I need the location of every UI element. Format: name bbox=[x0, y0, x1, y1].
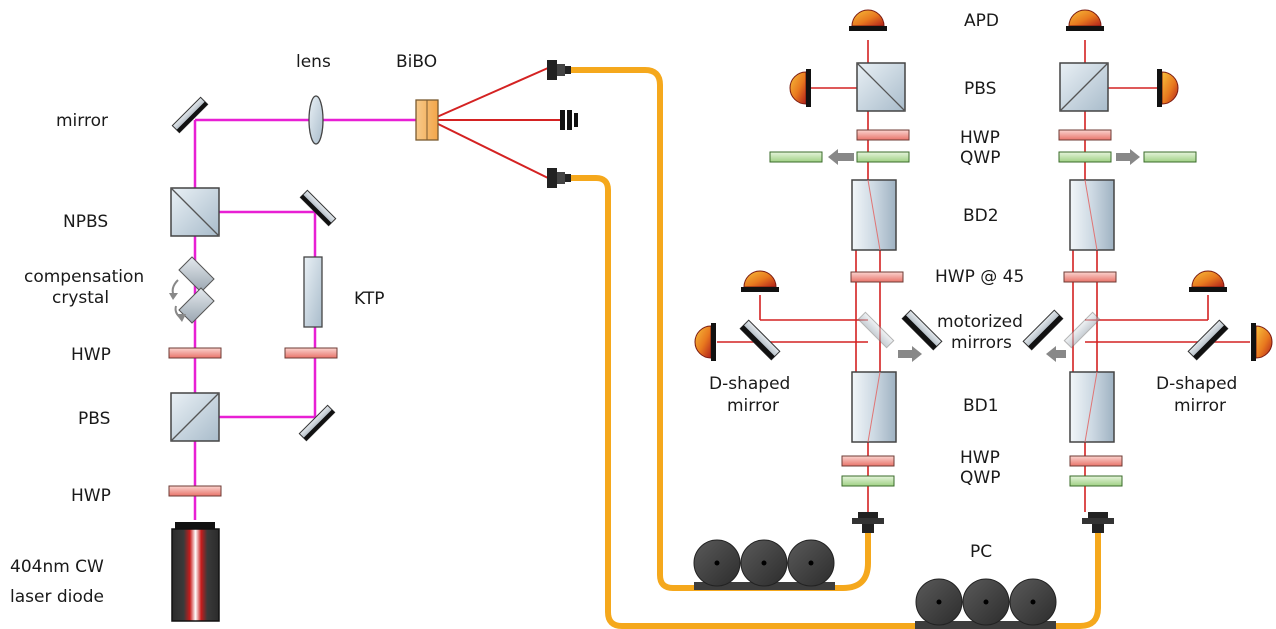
beam-displacer-icon bbox=[1069, 371, 1115, 443]
detector-icon bbox=[1189, 270, 1227, 292]
label-bd1: BD1 bbox=[963, 396, 999, 416]
label-dshaped-left-line1: D-shaped bbox=[709, 374, 790, 394]
fiber-lower bbox=[570, 175, 1101, 629]
beam-dump-icon bbox=[560, 110, 578, 130]
mirror-icon bbox=[299, 189, 337, 227]
label-compensation-line1: compensation bbox=[24, 267, 144, 287]
arrow-left-icon bbox=[828, 149, 854, 165]
waveplate-icon bbox=[841, 455, 895, 467]
waveplate-icon bbox=[856, 151, 910, 163]
label-hwp-top: HWP bbox=[960, 128, 1000, 148]
label-pbs-detect: PBS bbox=[964, 79, 996, 99]
label-laser-line2: laser diode bbox=[10, 587, 104, 607]
mirror-icon bbox=[739, 319, 781, 361]
label-dshaped-left-line2: mirror bbox=[727, 396, 779, 416]
crystal-icon bbox=[178, 256, 215, 324]
lens-icon bbox=[308, 95, 324, 145]
waveplate-icon bbox=[168, 485, 222, 497]
label-qwp-bottom: QWP bbox=[960, 468, 1000, 488]
label-dshaped-right-line2: mirror bbox=[1174, 396, 1226, 416]
mirror-icon bbox=[298, 404, 336, 442]
beam-displacer-icon bbox=[1069, 179, 1115, 251]
label-hwp-source-1: HWP bbox=[71, 345, 111, 365]
arrow-left-icon bbox=[1046, 346, 1066, 362]
fiber-coupler-icon bbox=[547, 168, 571, 188]
waveplate-icon bbox=[1063, 271, 1117, 283]
crystal-icon bbox=[415, 99, 439, 141]
waveplate-icon bbox=[284, 347, 338, 359]
label-lens: lens bbox=[296, 52, 331, 72]
label-apd: APD bbox=[964, 11, 999, 31]
waveplate-icon bbox=[1058, 129, 1112, 141]
label-pc: PC bbox=[970, 542, 992, 562]
fiber-upper bbox=[570, 67, 871, 591]
polarization-controller-icon bbox=[915, 578, 1057, 629]
label-ktp: KTP bbox=[354, 289, 384, 309]
detector-icon bbox=[694, 323, 716, 361]
beam-displacer-icon bbox=[851, 179, 897, 251]
mirror-icon bbox=[171, 96, 209, 134]
waveplate-icon bbox=[850, 271, 904, 283]
waveplate-icon bbox=[1058, 151, 1112, 163]
label-motorized-line1: motorized bbox=[937, 312, 1023, 332]
waveplate-icon bbox=[1143, 151, 1197, 163]
photon-beams bbox=[429, 67, 560, 179]
detector-icon bbox=[1251, 323, 1273, 361]
mirror-icon bbox=[1063, 311, 1101, 349]
crystal-icon bbox=[303, 256, 323, 328]
beam-displacer-icon bbox=[851, 371, 897, 443]
arrow-right-icon bbox=[898, 346, 922, 362]
detector-icon bbox=[789, 69, 811, 107]
rotate-arrow-icon bbox=[169, 279, 186, 322]
detector-icon bbox=[1157, 69, 1179, 107]
label-bd2: BD2 bbox=[963, 206, 999, 226]
mirror-icon bbox=[857, 311, 895, 349]
waveplate-icon bbox=[1069, 475, 1123, 487]
mirror-icon bbox=[901, 309, 943, 351]
waveplate-icon bbox=[168, 347, 222, 359]
beam-splitter-icon bbox=[170, 187, 220, 237]
laser-icon bbox=[171, 522, 220, 622]
label-dshaped-right-line1: D-shaped bbox=[1156, 374, 1237, 394]
beam-splitter-icon bbox=[856, 62, 906, 112]
polarization-controller-icon bbox=[693, 539, 835, 590]
detector-icon bbox=[849, 9, 887, 31]
label-hwp45: HWP @ 45 bbox=[935, 267, 1024, 287]
waveplate-icon bbox=[841, 475, 895, 487]
waveplate-icon bbox=[769, 151, 823, 163]
mirror-icon bbox=[1187, 319, 1229, 361]
label-hwp-source-2: HWP bbox=[71, 486, 111, 506]
arrow-right-icon bbox=[1116, 149, 1140, 165]
beam-splitter-icon bbox=[170, 392, 220, 442]
label-bibo: BiBO bbox=[396, 52, 437, 72]
detector-icon bbox=[741, 270, 779, 292]
label-qwp-top: QWP bbox=[960, 148, 1000, 168]
mirror-icon bbox=[1022, 309, 1064, 351]
fibers bbox=[570, 67, 1101, 629]
fiber-coupler-icon bbox=[1082, 512, 1114, 533]
label-mirror: mirror bbox=[56, 111, 108, 131]
fiber-coupler-icon bbox=[547, 60, 571, 80]
label-pbs-source: PBS bbox=[78, 409, 110, 429]
label-npbs: NPBS bbox=[63, 212, 108, 232]
waveplate-icon bbox=[1069, 455, 1123, 467]
label-motorized-line2: mirrors bbox=[951, 333, 1012, 353]
label-hwp-bottom: HWP bbox=[960, 448, 1000, 468]
label-compensation-line2: crystal bbox=[52, 288, 109, 308]
beam-splitter-icon bbox=[1059, 62, 1109, 112]
label-laser-line1: 404nm CW bbox=[10, 557, 104, 577]
detector-icon bbox=[1066, 9, 1104, 31]
waveplate-icon bbox=[856, 129, 910, 141]
fiber-coupler-icon bbox=[852, 512, 884, 533]
